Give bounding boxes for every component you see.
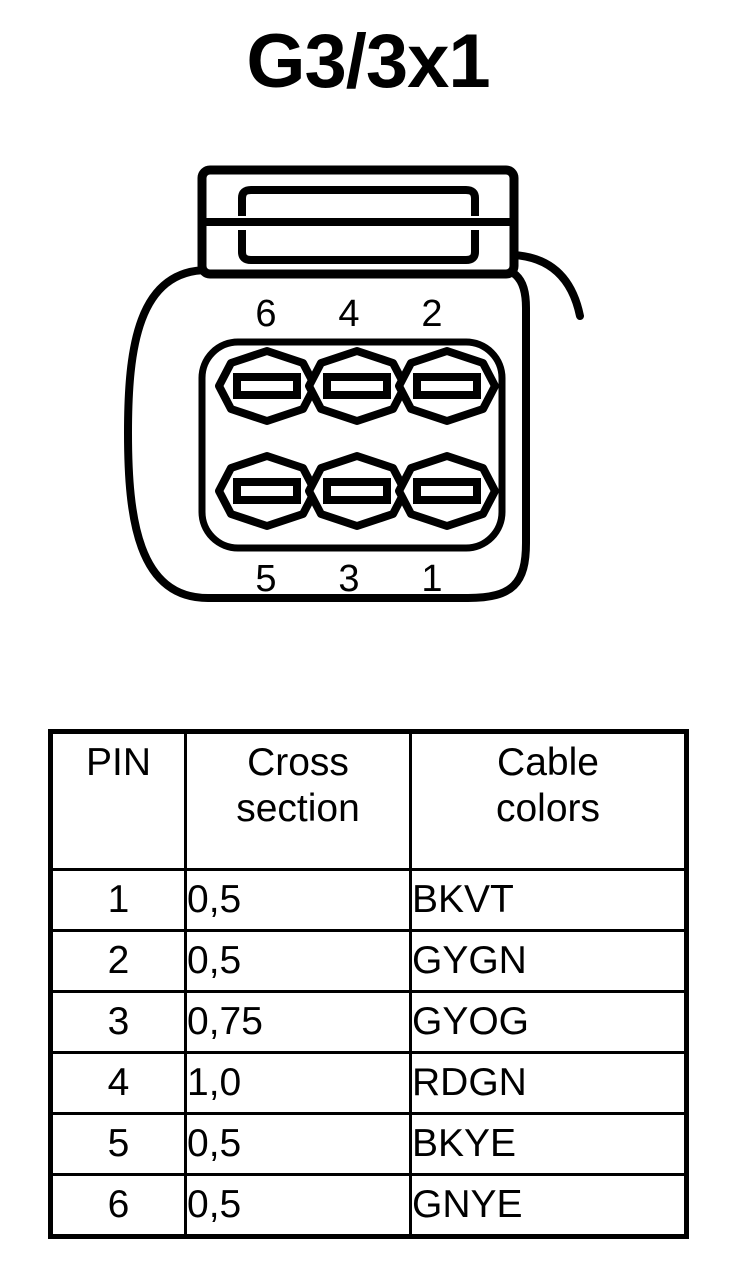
cavity-2 <box>395 347 499 425</box>
header-colors-line2: colors <box>495 787 601 831</box>
cell-cross-section: 0,5 <box>184 929 412 993</box>
cavity-5 <box>215 452 319 530</box>
cell-pin: 6 <box>49 1173 187 1238</box>
pin-label-2: 2 <box>421 293 442 335</box>
cavity-4-slot <box>323 373 391 399</box>
cell-pin: 5 <box>49 1112 187 1176</box>
cell-pin: 2 <box>49 929 187 993</box>
header-cross-line2: section <box>236 787 360 831</box>
header-cross-section: Cross section <box>184 730 412 871</box>
cavity-1-slot <box>413 478 481 504</box>
table-row: 1 0,5 BKVT <box>49 868 688 932</box>
cell-cross-section: 0,75 <box>184 990 412 1054</box>
cell-cable-colors: GNYE <box>409 1173 688 1238</box>
header-pin-text: PIN <box>85 741 151 784</box>
cell-cable-colors: GYGN <box>409 929 688 993</box>
cavity-3 <box>305 452 409 530</box>
header-pin: PIN <box>49 730 187 871</box>
table-header-row: PIN Cross section Cable colors <box>49 730 688 871</box>
cavity-1 <box>395 452 499 530</box>
table-row: 6 0,5 GNYE <box>49 1173 688 1238</box>
cable-stub <box>509 251 584 320</box>
cell-pin: 1 <box>49 868 187 932</box>
cavity-3-slot <box>323 478 391 504</box>
cell-cable-colors: RDGN <box>409 1051 688 1115</box>
pin-label-6: 6 <box>255 293 276 335</box>
pinout-table: PIN Cross section Cable colors 1 0,5 BKV… <box>48 729 689 1239</box>
table-row: 5 0,5 BKYE <box>49 1112 688 1176</box>
latch-slot-upper <box>238 186 479 216</box>
cavity-6 <box>215 347 319 425</box>
cell-cross-section: 0,5 <box>184 868 412 932</box>
cell-cable-colors: BKVT <box>409 868 688 932</box>
cell-cross-section: 0,5 <box>184 1173 412 1238</box>
connector-svg: 6 4 2 5 3 1 <box>124 165 584 602</box>
table-row: 4 1,0 RDGN <box>49 1051 688 1115</box>
latch-slot-lower <box>238 230 479 264</box>
table-row: 2 0,5 GYGN <box>49 929 688 993</box>
cell-cable-colors: BKYE <box>409 1112 688 1176</box>
cell-pin: 4 <box>49 1051 187 1115</box>
cavity-2-slot <box>413 373 481 399</box>
cavity-4 <box>305 347 409 425</box>
cell-cable-colors: GYOG <box>409 990 688 1054</box>
header-cross-line1: Cross <box>247 741 349 784</box>
header-cable-colors: Cable colors <box>409 730 688 871</box>
pin-label-3: 3 <box>338 558 359 600</box>
cell-pin: 3 <box>49 990 187 1054</box>
cavity-5-slot <box>233 478 301 504</box>
pin-label-4: 4 <box>338 293 359 335</box>
header-colors-line1: Cable <box>497 741 599 784</box>
table-body: 1 0,5 BKVT 2 0,5 GYGN 3 0,75 GYOG 4 1,0 … <box>49 868 688 1238</box>
cavity-6-slot <box>233 373 301 399</box>
connector-diagram: 6 4 2 5 3 1 <box>118 158 618 608</box>
cell-cross-section: 1,0 <box>184 1051 412 1115</box>
pin-label-1: 1 <box>421 558 442 600</box>
pin-label-5: 5 <box>255 558 276 600</box>
table-header: PIN Cross section Cable colors <box>49 730 688 871</box>
page-title: G3/3x1 <box>246 19 490 104</box>
table-row: 3 0,75 GYOG <box>49 990 688 1054</box>
cell-cross-section: 0,5 <box>184 1112 412 1176</box>
